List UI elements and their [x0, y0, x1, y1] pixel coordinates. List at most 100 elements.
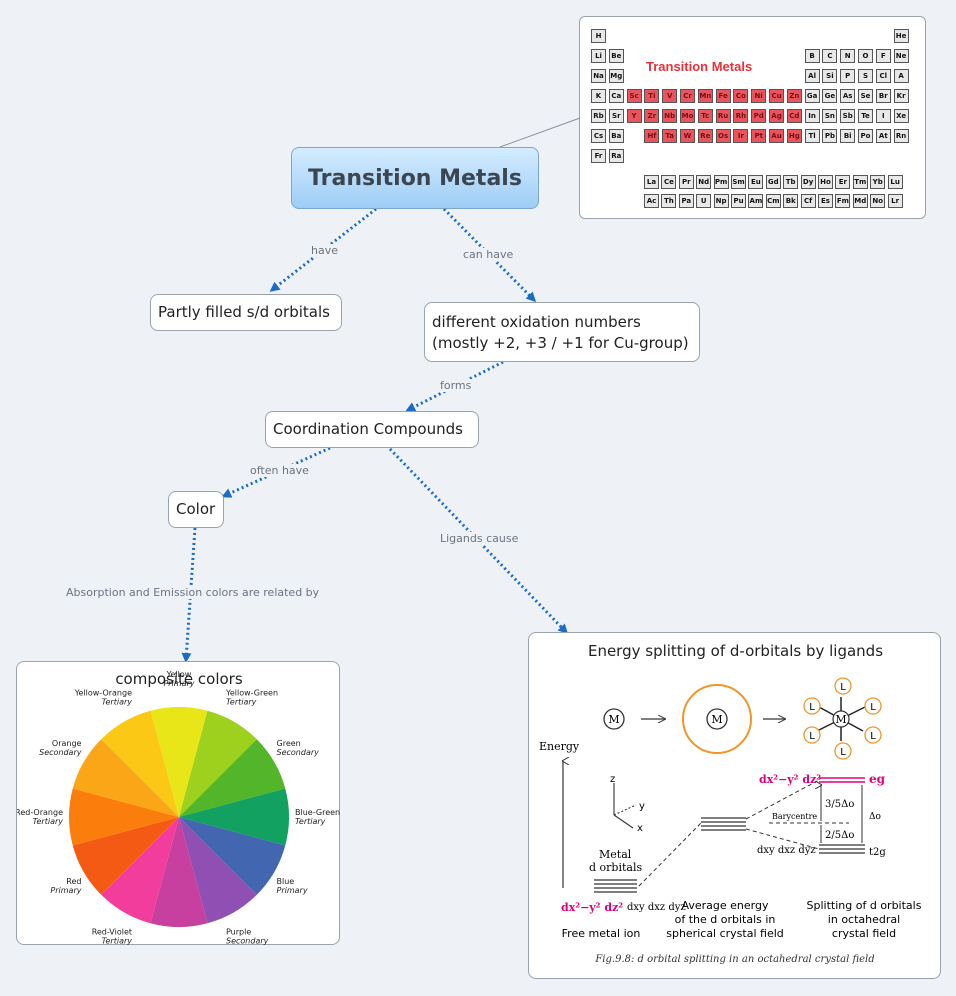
element-cell: Hf [644, 129, 660, 143]
periodic-table-title: Transition Metals [646, 59, 753, 74]
wheel-segment-purple [179, 817, 257, 924]
element-cell: Cf [800, 194, 816, 208]
xyz-axes-icon [613, 783, 637, 829]
element-cell: Er [835, 175, 851, 189]
t2g-levels [819, 844, 865, 854]
caption-split-3: crystal field [832, 927, 896, 940]
element-cell: V [662, 89, 678, 103]
wheel-label-type: Secondary [277, 748, 320, 757]
element-cell: Mg [608, 69, 624, 83]
wheel-label-type: Tertiary [102, 697, 133, 706]
element-cell: Pd [751, 109, 767, 123]
metal-d-orbitals-line1: Metal [599, 848, 632, 861]
element-cell: Th [661, 194, 677, 208]
wheel-segment-blue [179, 817, 286, 895]
svg-text:L: L [870, 731, 876, 742]
element-cell: C [822, 49, 838, 63]
element-cell: Am [748, 194, 764, 208]
element-cell: Ru [715, 109, 731, 123]
element-cell: B [804, 49, 820, 63]
element-cell: Tm [852, 175, 868, 189]
svg-text:L: L [840, 682, 846, 693]
element-cell: Re [697, 129, 713, 143]
octahedral-complex-icon: M LL LL LL [803, 677, 882, 760]
barycentre-label: Barycentre [772, 812, 817, 821]
element-cell: Fm [835, 194, 851, 208]
caption-avg-1: Average energy [682, 899, 769, 912]
caption-avg-3: spherical crystal field [666, 927, 784, 940]
svg-text:L: L [870, 702, 876, 713]
energy-splitting-title: Energy splitting of d-orbitals by ligand… [587, 642, 884, 660]
element-cell: Pt [751, 129, 767, 143]
node-oxidation[interactable]: different oxidation numbers (mostly +2, … [424, 302, 700, 362]
element-cell: Te [858, 109, 873, 123]
t2g-orbitals-label: dxy dxz dyz [757, 845, 816, 856]
wheel-label-type: Tertiary [226, 697, 257, 706]
wheel-segment-orange [72, 739, 179, 817]
central-topic[interactable]: Transition Metals [291, 147, 539, 209]
element-cell: Si [822, 69, 838, 83]
element-cell: S [858, 69, 873, 83]
element-cell: Fr [591, 149, 606, 163]
element-cell: Na [591, 69, 606, 83]
wheel-label-name: Blue [277, 877, 295, 886]
edge-label-can-have: can have [461, 248, 516, 261]
element-cell: Tc [697, 109, 713, 123]
svg-text:z: z [610, 774, 615, 785]
element-cell: Gd [765, 175, 781, 189]
node-oxidation-line2: (mostly +2, +3 / +1 for Cu-group) [432, 334, 689, 352]
wheel-segment-red-orange [69, 788, 179, 846]
composite-colors-title: composite colors [115, 670, 243, 688]
energy-diagram: M M M LL LL LL [539, 677, 922, 965]
element-cell: Pr [678, 175, 694, 189]
node-coordination[interactable]: Coordination Compounds [265, 411, 479, 448]
element-cell: Rh [733, 109, 749, 123]
edge-can-have [442, 207, 537, 303]
wheel-label-name: Orange [52, 739, 82, 748]
element-cell: Es [818, 194, 833, 208]
element-cell: K [591, 89, 606, 103]
element-cell: Sn [822, 109, 838, 123]
node-partly-filled-label: Partly filled s/d orbitals [158, 303, 330, 321]
element-cell: Ni [751, 89, 767, 103]
caption-split-1: Splitting of d orbitals [807, 899, 922, 912]
element-cell: Ho [818, 175, 833, 189]
svg-text:M: M [608, 713, 619, 726]
node-color[interactable]: Color [168, 491, 224, 528]
element-cell: Ba [608, 129, 624, 143]
element-cell: Po [858, 129, 873, 143]
element-cell: Cr [680, 89, 695, 103]
node-partly-filled[interactable]: Partly filled s/d orbitals [150, 294, 342, 331]
element-cell: Sr [608, 109, 624, 123]
element-cell: Lu [887, 175, 903, 189]
element-cell: Ac [644, 194, 659, 208]
eg-label: eg [869, 772, 886, 786]
barycentre-levels [701, 817, 746, 831]
element-cell: Li [591, 49, 606, 63]
element-cell: Pu [731, 194, 746, 208]
energy-splitting-card[interactable]: Energy splitting of d-orbitals by ligand… [528, 632, 941, 979]
element-cell: Mn [697, 89, 713, 103]
wheel-label-type: Primary [277, 886, 308, 895]
element-cell: Yb [870, 175, 886, 189]
wheel-label-type: Tertiary [295, 817, 326, 826]
element-cell: Bk [783, 194, 799, 208]
central-topic-title: Transition Metals [308, 165, 522, 191]
element-cell: Mo [680, 109, 695, 123]
wheel-label-name: Yellow-Green [225, 688, 278, 697]
svg-text:x: x [637, 823, 643, 834]
element-cell: Sc [626, 89, 642, 103]
wheel-segment-yellow [150, 707, 208, 817]
element-cell: Ti [644, 89, 660, 103]
caption-free: Free metal ion [562, 927, 641, 940]
edge-label-ligands-cause: Ligands cause [438, 532, 521, 545]
element-cell: At [875, 129, 891, 143]
svg-text:L: L [809, 702, 815, 713]
element-cell: Be [608, 49, 624, 63]
element-cell: Ag [769, 109, 784, 123]
element-cell: Ra [608, 149, 624, 163]
element-cell: Ta [662, 129, 678, 143]
svg-text:L: L [809, 731, 815, 742]
